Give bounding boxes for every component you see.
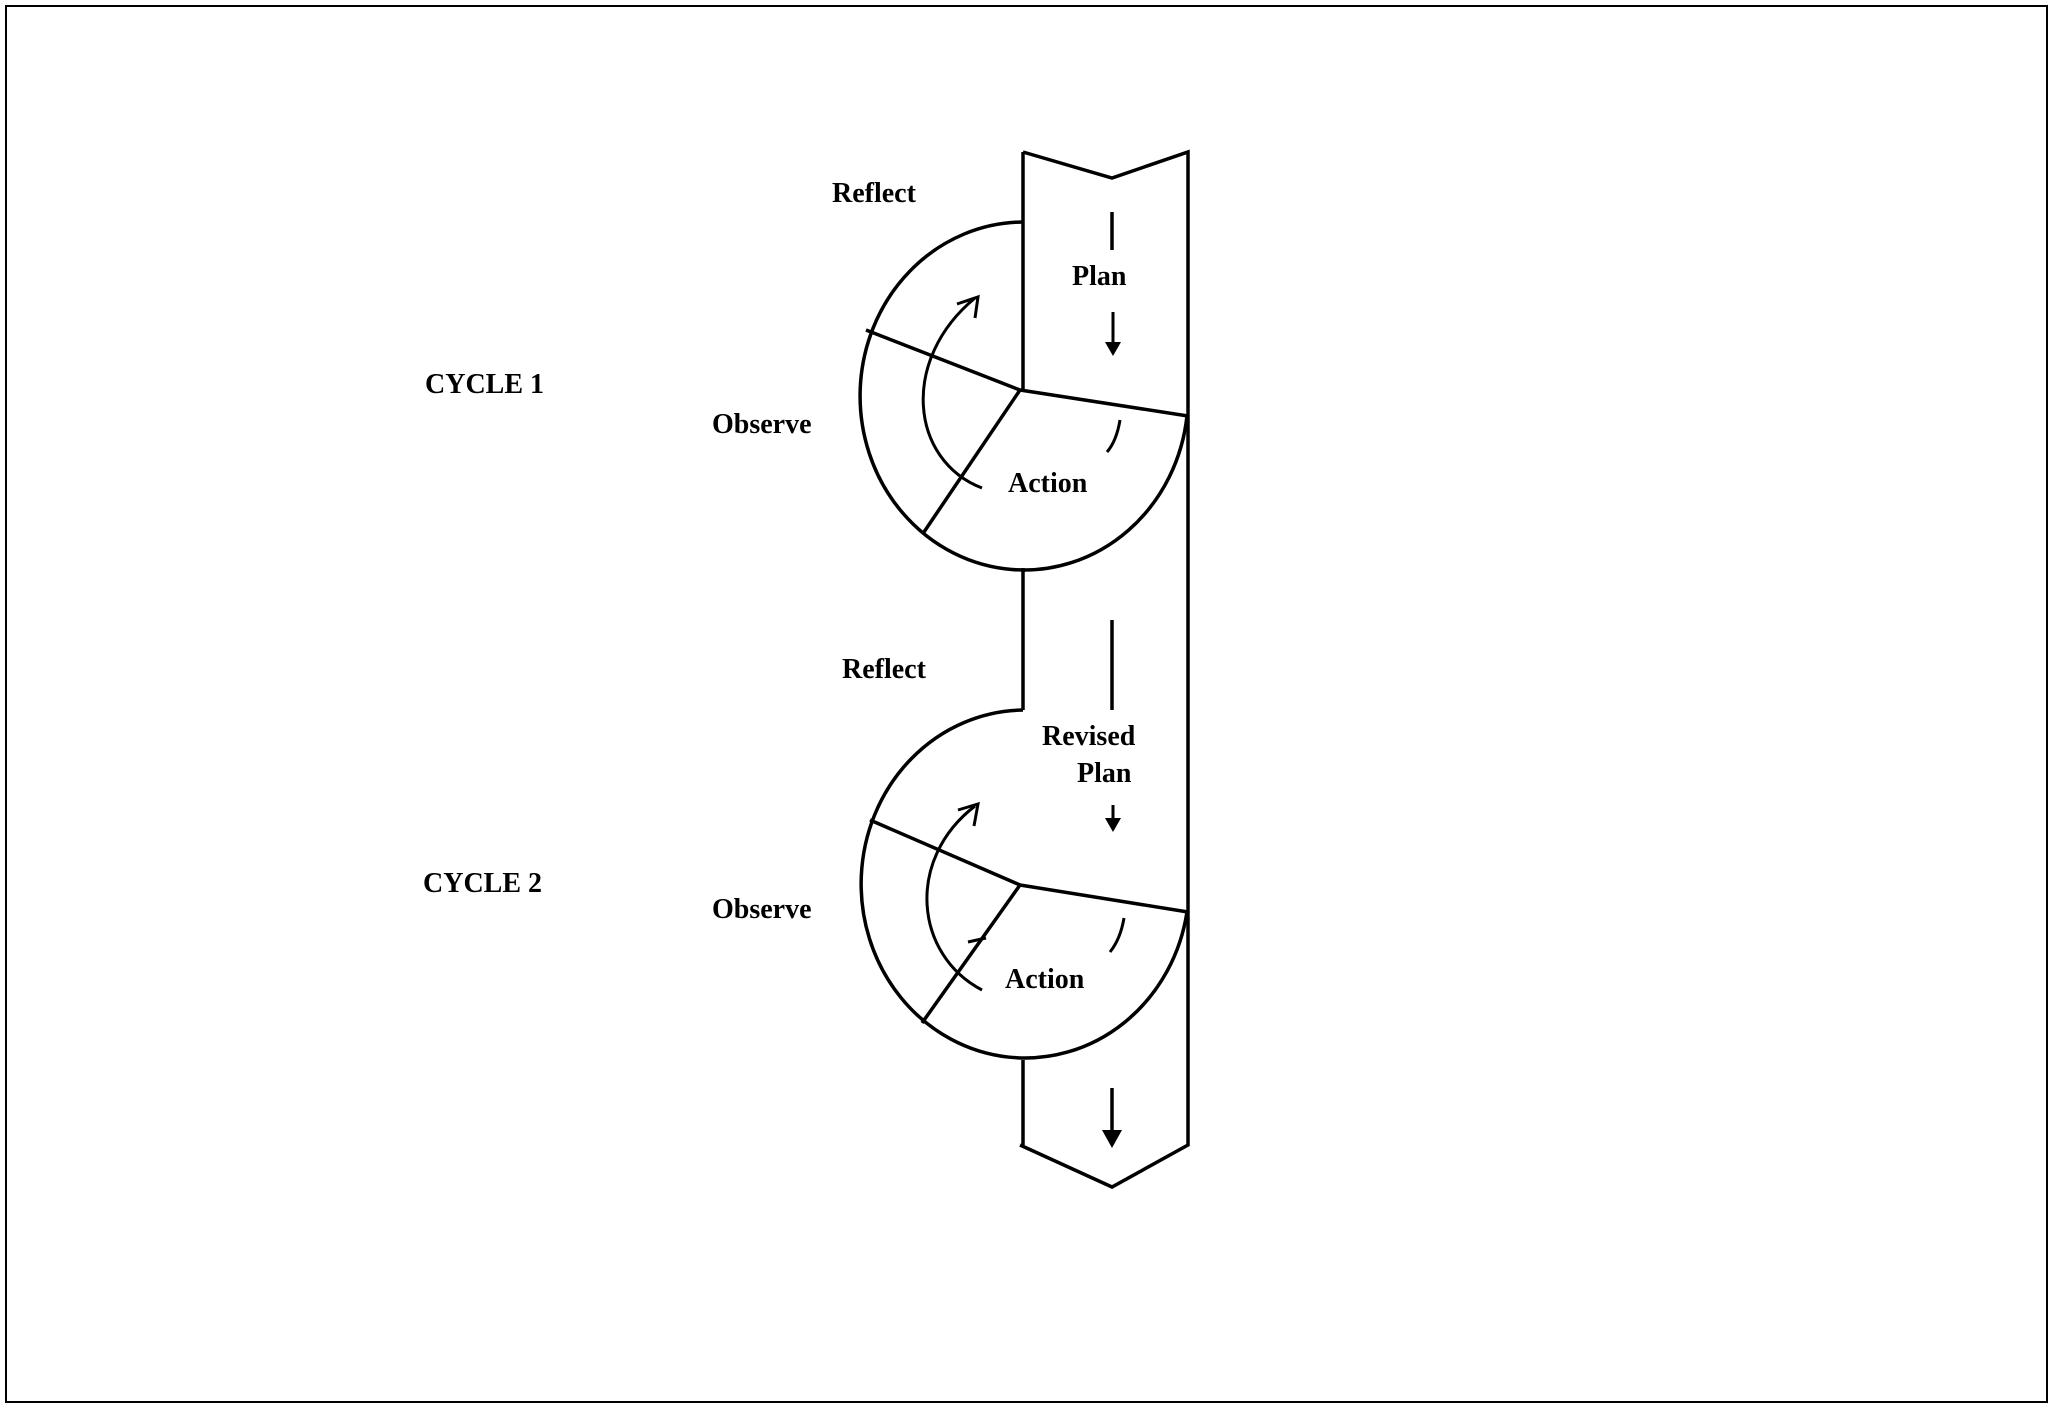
- cycle-1-action-label: Action: [1008, 468, 1088, 499]
- band-down-arrows: [1102, 212, 1122, 1148]
- cycle-1-reflect-label: Reflect: [832, 178, 917, 209]
- cycle-2-action-label: Action: [1005, 964, 1085, 995]
- cycle-1-label: CYCLE 1: [425, 369, 544, 400]
- cycle-2-observe-label: Observe: [712, 894, 812, 925]
- cycle-2-rotation-arrowhead: [957, 801, 980, 827]
- revised-plan-down-arrowhead: [1105, 818, 1121, 832]
- cycle-2-label: CYCLE 2: [423, 868, 542, 899]
- cycle-2-revised-label: Revised: [1042, 721, 1136, 752]
- cycle-1-disc: [858, 220, 1189, 572]
- main-arrow-band: [1019, 149, 1190, 1189]
- cycle-2-rotation-arrow: [925, 804, 983, 992]
- diagram-frame: [5, 5, 2048, 1403]
- cycle-2-reflect-label: Reflect: [842, 654, 927, 685]
- cycle-2-plan-label: Plan: [1077, 758, 1132, 789]
- cycle-1-observe-label: Observe: [712, 409, 812, 440]
- cycle-2-disc: [859, 708, 1189, 1060]
- plan-down-arrowhead: [1105, 342, 1121, 356]
- cycle-1-plan-label: Plan: [1072, 261, 1127, 292]
- cycle-1-rotation-arrow: [921, 296, 983, 490]
- cycle-1-rotation-arrowhead: [956, 294, 980, 319]
- exit-down-arrowhead: [1102, 1130, 1122, 1148]
